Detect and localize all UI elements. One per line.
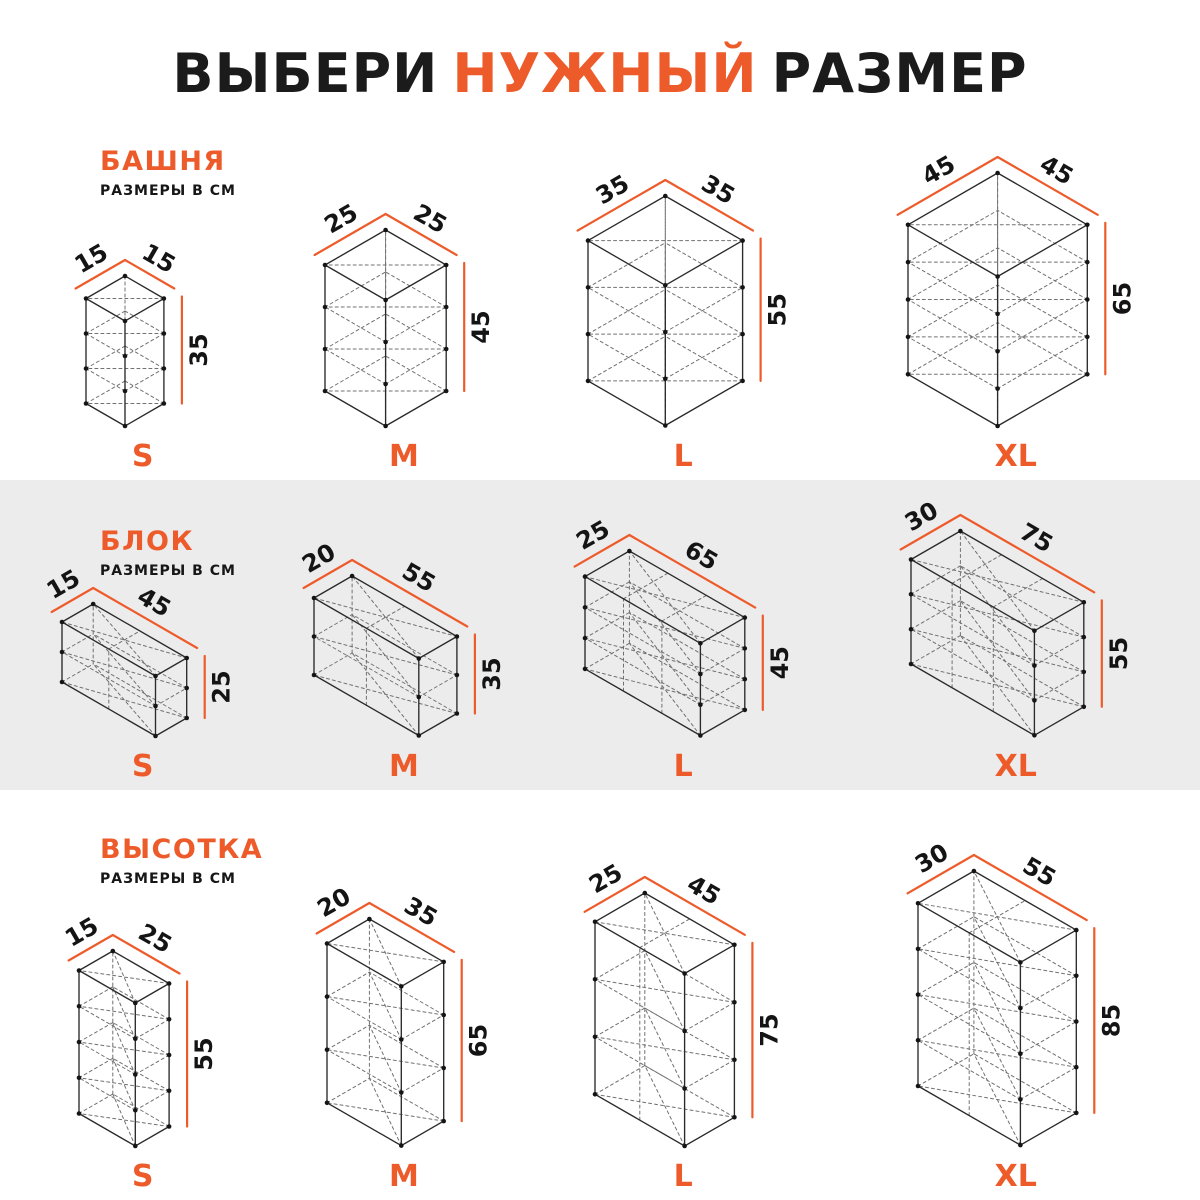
svg-text:35: 35 [591, 169, 634, 210]
section-block: БЛОК РАЗМЕРЫ В СМ 15 45 25 S 20 55 35 M 25 65… [0, 480, 1200, 790]
furniture-diagram: 25 65 45 [572, 515, 794, 738]
size-cell: 15 15 35 S [6, 222, 279, 480]
section-subtitle: РАЗМЕРЫ В СМ [100, 183, 236, 199]
section-tower-header: БАШНЯ РАЗМЕРЫ В СМ [100, 146, 236, 199]
size-cell: 35 35 55 L [529, 142, 838, 480]
size-cell: 25 65 45 L [529, 497, 838, 790]
size-cell: 15 25 55 S [6, 897, 279, 1200]
size-label: M [389, 1159, 419, 1194]
furniture-diagram: 45 45 65 [896, 150, 1136, 429]
size-label: XL [994, 1159, 1037, 1194]
svg-text:65: 65 [1108, 282, 1136, 315]
section-tower-items: 15 15 35 S 25 25 45 M 35 35 55 L 45 45 65 XL [0, 120, 1200, 480]
svg-text:30: 30 [900, 496, 943, 537]
section-title: ВЫСОТКА [100, 834, 264, 865]
svg-text:45: 45 [917, 150, 960, 191]
svg-text:45: 45 [682, 870, 725, 911]
size-label: M [389, 749, 419, 784]
svg-text:45: 45 [133, 582, 176, 623]
title-part1: ВЫБЕРИ [172, 42, 439, 105]
section-block-header: БЛОК РАЗМЕРЫ В СМ [100, 526, 236, 579]
svg-text:20: 20 [313, 882, 356, 923]
size-label: L [673, 439, 693, 474]
furniture-diagram: 20 55 35 [298, 538, 506, 738]
svg-text:35: 35 [185, 333, 213, 366]
size-cell: 20 55 35 M [279, 522, 528, 790]
svg-text:55: 55 [1105, 637, 1133, 670]
title-highlight: НУЖНЫЙ [452, 42, 758, 105]
svg-text:15: 15 [69, 238, 112, 279]
furniture-diagram: 15 45 25 [42, 564, 236, 739]
section-highrise: ВЫСОТКА РАЗМЕРЫ В СМ 15 25 55 S 20 35 65 M 2… [0, 790, 1200, 1200]
furniture-diagram: 25 45 75 [583, 858, 784, 1149]
furniture-diagram: 25 25 45 [313, 198, 495, 429]
svg-text:45: 45 [1035, 150, 1078, 191]
svg-text:25: 25 [409, 198, 452, 239]
svg-text:45: 45 [467, 310, 495, 343]
svg-text:15: 15 [60, 912, 103, 953]
size-label: XL [994, 439, 1037, 474]
furniture-diagram: 15 15 35 [69, 238, 213, 429]
section-title: БЛОК [100, 526, 195, 557]
svg-text:35: 35 [478, 657, 506, 690]
size-cell: 30 55 85 XL [838, 817, 1194, 1200]
size-label: S [131, 439, 154, 474]
section-subtitle: РАЗМЕРЫ В СМ [100, 871, 236, 887]
svg-text:55: 55 [1018, 851, 1061, 892]
size-label: L [673, 1159, 693, 1194]
size-label: S [131, 749, 154, 784]
furniture-diagram: 30 55 85 [906, 838, 1126, 1148]
svg-text:45: 45 [766, 646, 794, 679]
svg-text:25: 25 [320, 198, 363, 239]
size-label: L [673, 749, 693, 784]
svg-text:55: 55 [398, 557, 441, 598]
size-cell: 30 75 55 XL [838, 477, 1194, 790]
size-cell: 15 45 25 S [6, 550, 279, 790]
furniture-diagram: 20 35 65 [313, 882, 493, 1148]
svg-text:30: 30 [911, 838, 954, 879]
svg-text:25: 25 [134, 918, 177, 959]
svg-text:85: 85 [1098, 1004, 1126, 1037]
title-part2: РАЗМЕР [771, 42, 1028, 105]
size-label: S [131, 1159, 154, 1194]
size-cell: 20 35 65 M [279, 865, 528, 1200]
svg-text:15: 15 [137, 238, 180, 279]
size-label: M [389, 439, 419, 474]
svg-text:65: 65 [680, 535, 723, 576]
section-subtitle: РАЗМЕРЫ В СМ [100, 563, 236, 579]
svg-text:25: 25 [208, 670, 236, 703]
section-highrise-items: 15 25 55 S 20 35 65 M 25 45 75 L 30 55 85 XL [0, 790, 1200, 1200]
size-cell: 45 45 65 XL [838, 119, 1194, 480]
furniture-diagram: 15 25 55 [60, 912, 218, 1149]
svg-text:65: 65 [465, 1024, 493, 1057]
furniture-diagram: 35 35 55 [576, 169, 791, 428]
svg-text:15: 15 [42, 564, 85, 605]
svg-text:55: 55 [763, 293, 791, 326]
svg-text:35: 35 [400, 891, 443, 932]
svg-text:20: 20 [298, 538, 341, 579]
svg-text:75: 75 [1015, 517, 1058, 558]
svg-text:75: 75 [756, 1013, 784, 1046]
section-highrise-header: ВЫСОТКА РАЗМЕРЫ В СМ [100, 834, 263, 887]
svg-text:35: 35 [696, 169, 739, 210]
size-label: XL [994, 749, 1037, 784]
furniture-diagram: 30 75 55 [899, 496, 1133, 738]
section-block-items: 15 45 25 S 20 55 35 M 25 65 45 L 30 75 55 XL [0, 480, 1200, 790]
svg-text:55: 55 [190, 1037, 218, 1070]
section-title: БАШНЯ [100, 146, 226, 177]
svg-text:25: 25 [572, 515, 615, 556]
size-cell: 25 25 45 M [279, 176, 528, 480]
svg-text:25: 25 [584, 858, 627, 899]
size-cell: 25 45 75 L [529, 839, 838, 1200]
